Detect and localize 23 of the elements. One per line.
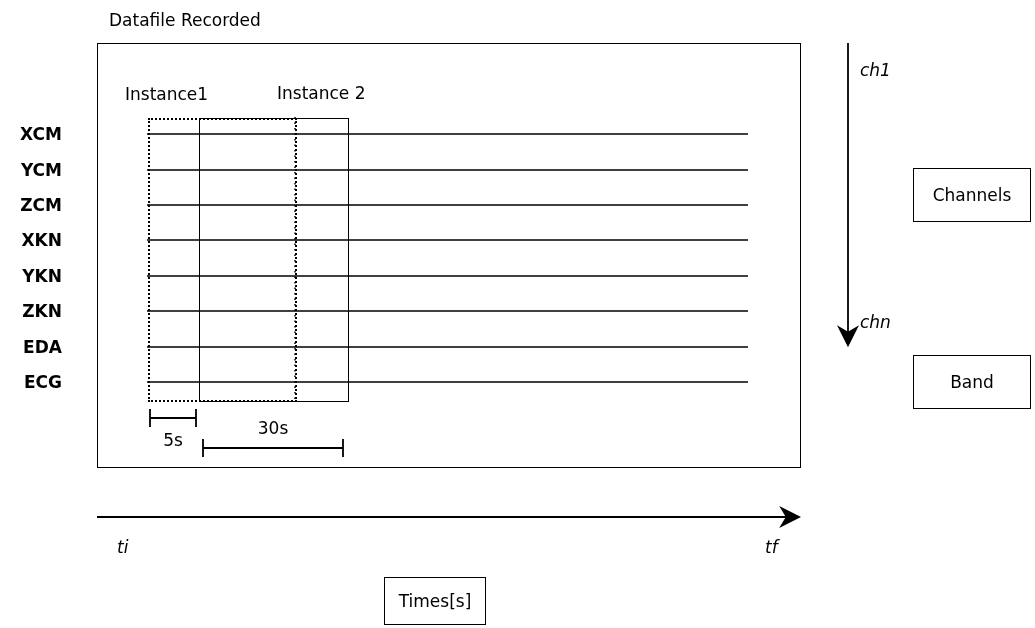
legend-box xyxy=(913,355,1031,409)
axis-unit-box xyxy=(384,577,486,625)
box-label: Channels xyxy=(932,185,1012,205)
channel-name: ECG xyxy=(23,372,62,392)
channel-name: XKN xyxy=(21,230,62,250)
axis-label: tf xyxy=(765,537,778,557)
dimension-label: 5s xyxy=(163,430,183,450)
dimension-label: 30s xyxy=(257,418,289,438)
axis-label: ti xyxy=(117,537,129,557)
box-label: Band xyxy=(950,372,994,392)
channel-name: YKN xyxy=(22,266,62,286)
axis-label: ch1 xyxy=(860,60,891,80)
box-label: Times[s] xyxy=(398,591,472,611)
channel-name: XCM xyxy=(20,124,62,144)
window-label: Instance 2 xyxy=(277,83,366,103)
window-label: Instance1 xyxy=(125,84,209,104)
channel-name: ZCM xyxy=(20,195,62,215)
channel-name: YCM xyxy=(20,160,62,180)
frame-title: Datafile Recorded xyxy=(109,10,261,30)
channel-name: ZKN xyxy=(22,301,62,321)
legend-box xyxy=(913,168,1031,222)
channel-name: EDA xyxy=(23,337,62,357)
axis-label: chn xyxy=(860,312,891,332)
